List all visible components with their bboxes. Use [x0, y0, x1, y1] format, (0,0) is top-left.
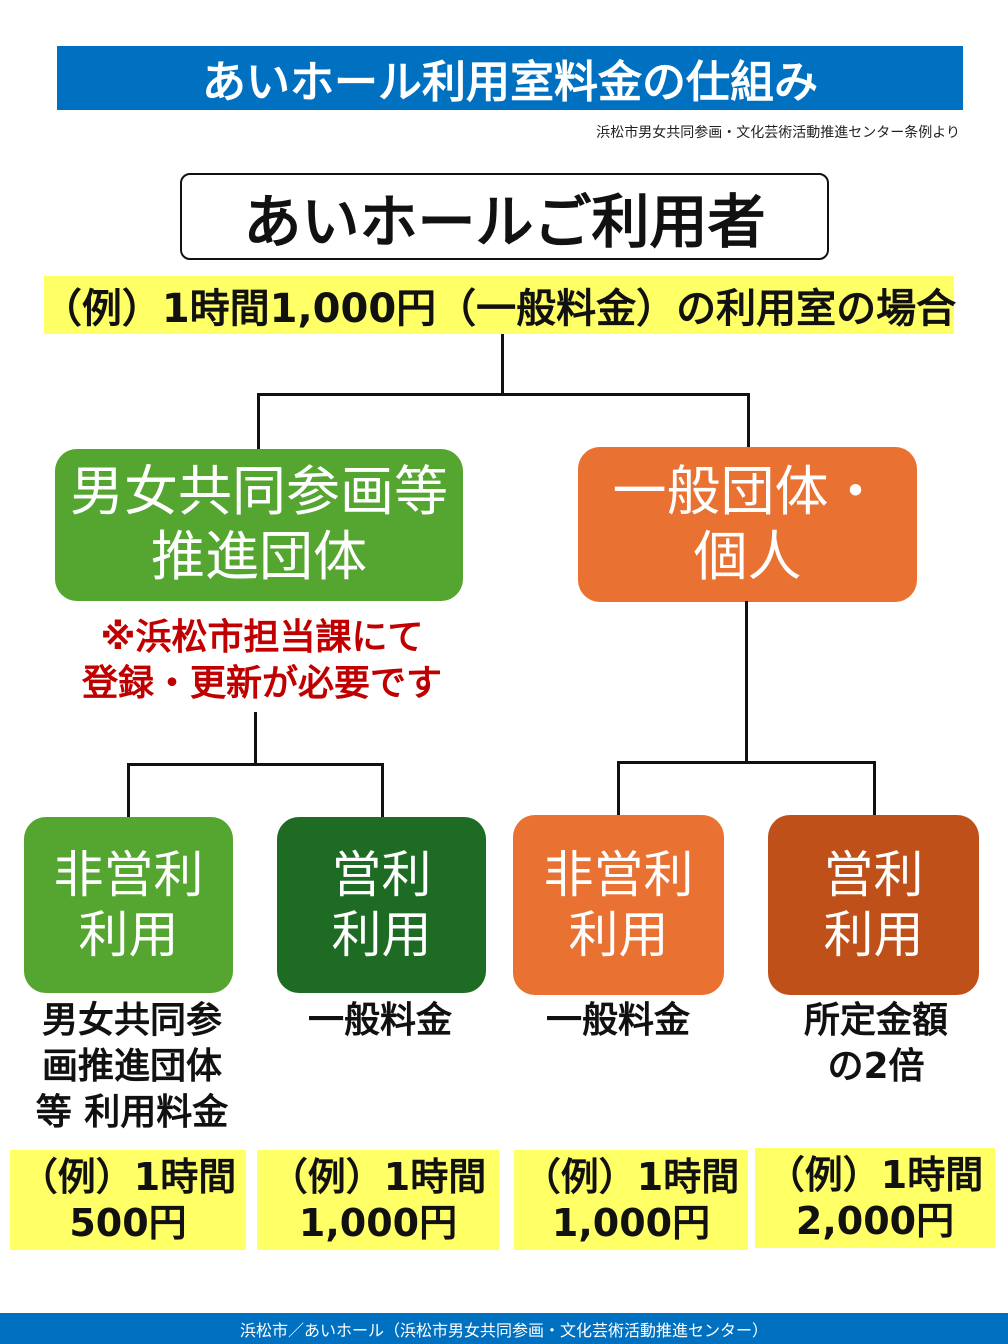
category-label: 利用: [78, 906, 179, 964]
fee-label: 一般料金: [500, 998, 736, 1044]
fee-label: 一般料金: [262, 998, 498, 1044]
category-profit: 営利利用: [768, 815, 979, 995]
fee-line: 一般料金: [307, 1000, 452, 1041]
root-node-users: あいホールご利用者: [180, 173, 829, 260]
connector: [257, 393, 260, 450]
source-note: 浜松市男女共同参画・文化芸術活動推進センター条例より: [596, 125, 960, 141]
fee-line: 画推進団体: [41, 1046, 222, 1087]
note-line: ※浜松市担当課にて: [100, 617, 424, 658]
price-line: （例）1時間: [766, 1153, 984, 1197]
connector: [254, 712, 257, 766]
group-label: 一般団体・: [612, 459, 883, 523]
group-label: 男女共同参画等: [70, 460, 448, 524]
connector: [381, 763, 384, 818]
connector: [747, 393, 750, 448]
connector: [257, 393, 750, 396]
footer: 浜松市／あいホール（浜松市男女共同参画・文化芸術活動推進センター）: [0, 1313, 1008, 1344]
page-title: あいホール利用室料金の仕組み: [57, 46, 963, 110]
group-label: 推進団体: [151, 525, 367, 588]
price-amount: 500円: [69, 1201, 187, 1245]
fee-label: 男女共同参 画推進団体 等 利用料金: [14, 998, 250, 1136]
price-amount: 2,000円: [795, 1199, 955, 1243]
price-line: （例）1時間: [19, 1155, 237, 1199]
category-label: 営利: [823, 846, 924, 904]
fee-line: 男女共同参: [41, 1000, 222, 1041]
connector: [127, 763, 130, 818]
note-line: 登録・更新が必要です: [81, 663, 442, 704]
category-nonprofit: 非営利利用: [513, 815, 724, 995]
connector: [745, 601, 748, 763]
fee-line: 一般料金: [545, 1000, 690, 1041]
group-general: 一般団体・ 個人: [578, 447, 917, 602]
category-nonprofit: 非営利利用: [24, 817, 233, 993]
connector: [501, 334, 504, 396]
example-banner: （例）1時間1,000円（一般料金）の利用室の場合: [42, 276, 956, 334]
fee-line: の2倍: [827, 1046, 925, 1087]
category-label: 利用: [331, 906, 432, 964]
fee-label: 所定金額 の2倍: [758, 998, 994, 1090]
group-label: 個人: [693, 524, 802, 588]
category-label: 非営利: [53, 846, 204, 904]
fee-line: 等 利用料金: [35, 1092, 229, 1133]
category-label: 利用: [823, 906, 924, 964]
price-amount: 1,000円: [551, 1201, 711, 1245]
registration-note: ※浜松市担当課にて 登録・更新が必要です: [40, 615, 484, 707]
category-profit: 営利利用: [277, 817, 486, 993]
connector: [617, 761, 620, 816]
category-label: 非営利: [543, 846, 694, 904]
price-line: （例）1時間: [522, 1155, 740, 1199]
connector: [127, 763, 384, 766]
category-label: 利用: [568, 906, 669, 964]
connector: [873, 761, 876, 816]
connector: [617, 761, 876, 764]
price-amount: 1,000円: [298, 1201, 458, 1245]
category-label: 営利: [331, 846, 432, 904]
fee-line: 所定金額: [803, 1000, 948, 1041]
price-line: （例）1時間: [269, 1155, 487, 1199]
group-gender-equality: 男女共同参画等 推進団体: [55, 449, 463, 601]
